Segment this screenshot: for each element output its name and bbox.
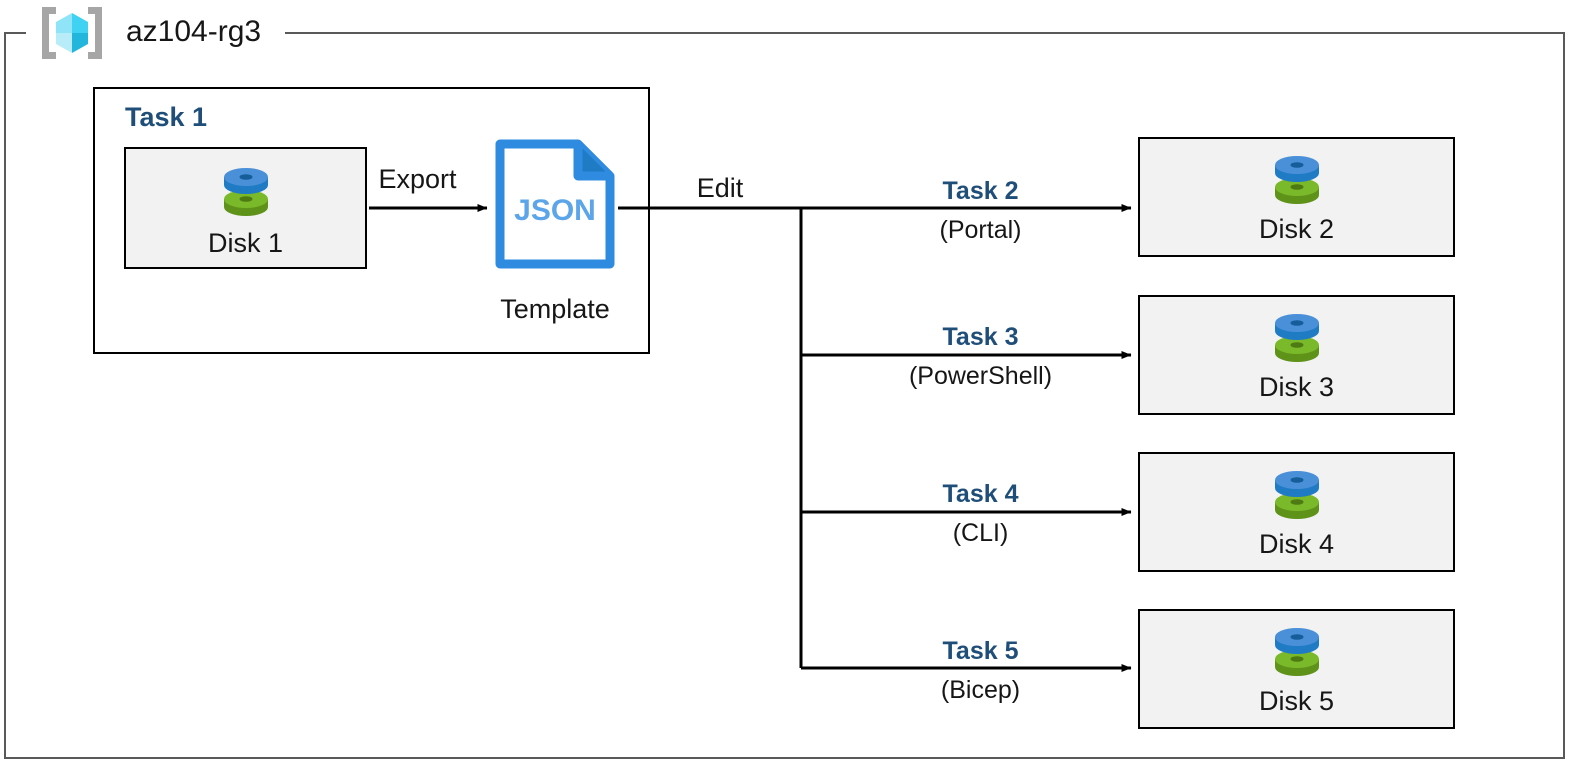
- task-1-label: Task 1: [125, 102, 208, 132]
- disk-4-box[interactable]: Disk 4: [1138, 452, 1455, 572]
- task-3-edge-label: Task 3: [942, 323, 1019, 351]
- task-4-edge-label: Task 4: [942, 480, 1019, 508]
- managed-disk-icon: [215, 161, 277, 228]
- managed-disk-icon: [1266, 621, 1328, 688]
- frame-title-rule: [285, 32, 1563, 34]
- resource-group-icon: [36, 5, 108, 61]
- resource-group-title: az104-rg3: [126, 15, 262, 48]
- json-file-icon[interactable]: JSON: [494, 138, 616, 270]
- task-5-edge-label: Task 5: [942, 637, 1019, 665]
- disk-2-label: Disk 2: [1258, 214, 1334, 244]
- managed-disk-icon: [1266, 307, 1328, 374]
- disk-5-box[interactable]: Disk 5: [1138, 609, 1455, 729]
- task-5-method-label: (Bicep): [940, 676, 1021, 704]
- disk-2-box[interactable]: Disk 2: [1138, 137, 1455, 257]
- disk-3-box[interactable]: Disk 3: [1138, 295, 1455, 415]
- task-3-method-label: (PowerShell): [908, 362, 1053, 390]
- template-label: Template: [500, 294, 610, 324]
- task-2-edge-label: Task 2: [942, 177, 1019, 205]
- task-4-method-label: (CLI): [952, 519, 1009, 547]
- task-2-method-label: (Portal): [939, 216, 1022, 244]
- disk-4-label: Disk 4: [1258, 529, 1334, 559]
- disk-5-label: Disk 5: [1258, 686, 1334, 716]
- disk-1-label: Disk 1: [207, 228, 283, 258]
- svg-text:JSON: JSON: [514, 194, 596, 227]
- export-edge-label: Export: [378, 164, 457, 194]
- managed-disk-icon: [1266, 464, 1328, 531]
- edit-edge-label: Edit: [696, 173, 744, 203]
- disk-3-label: Disk 3: [1258, 372, 1334, 402]
- managed-disk-icon: [1266, 149, 1328, 216]
- disk-1-box[interactable]: Disk 1: [124, 147, 367, 269]
